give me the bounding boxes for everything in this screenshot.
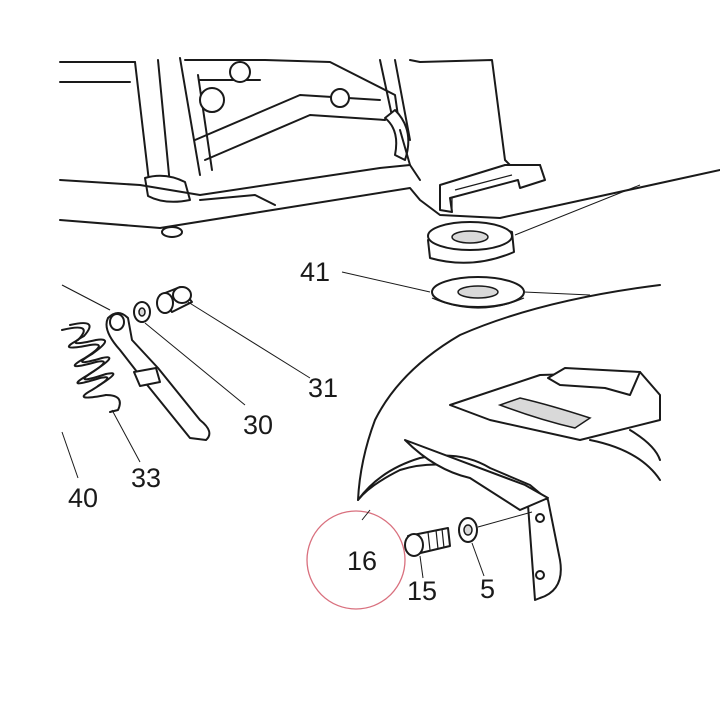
part-31-pin <box>156 286 311 379</box>
callout-40: 40 <box>68 483 98 513</box>
part-33-side-stand <box>61 284 211 463</box>
highlight-circle <box>306 510 406 610</box>
fender-hole-icon <box>535 513 545 523</box>
fender-hole-icon <box>535 570 545 580</box>
part-5-washer <box>458 511 533 577</box>
callout-30: 30 <box>243 410 273 440</box>
frame-assembly <box>59 57 720 238</box>
callout-16: 16 <box>347 546 377 576</box>
callout-41: 41 <box>300 257 330 287</box>
callout-33: 33 <box>131 463 161 493</box>
bracket-icon <box>439 164 546 213</box>
fender-vent-icon <box>547 367 641 396</box>
frame-boss-icon <box>229 61 251 83</box>
weld-joint-icon <box>384 109 410 161</box>
part-15-screw <box>404 527 451 579</box>
fender-assembly <box>357 284 661 601</box>
frame-foot-icon <box>161 226 183 238</box>
callout-5: 5 <box>480 574 495 604</box>
part-30-washer <box>133 301 246 406</box>
part-41-bushings <box>341 221 591 309</box>
frame-boss-icon <box>330 88 350 108</box>
callout-31: 31 <box>308 373 338 403</box>
frame-boss-icon <box>199 87 225 113</box>
callout-15: 15 <box>407 576 437 606</box>
part-40-spring <box>61 322 121 479</box>
